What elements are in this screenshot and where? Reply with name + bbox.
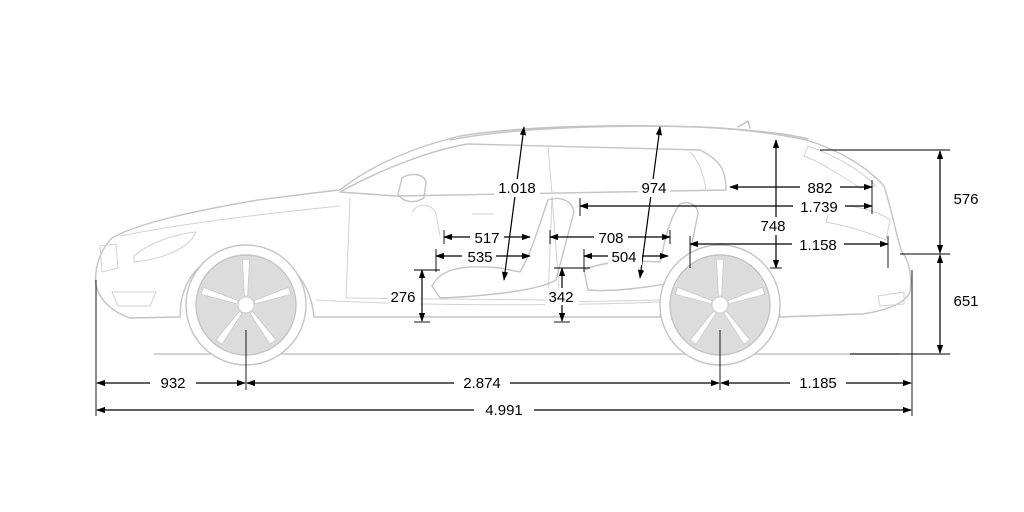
label-front-legroom: 517: [474, 230, 499, 247]
wheel-spoke: [674, 286, 713, 305]
sill-line: [315, 299, 661, 306]
label-lower-body-height: 651: [953, 293, 978, 310]
wheel-spoke: [241, 258, 251, 297]
label-load-length-top: 882: [807, 180, 832, 197]
label-front-overhang: 932: [160, 375, 185, 392]
label-overall-length: 4.991: [485, 402, 523, 419]
label-rear-interior-height: 748: [760, 218, 785, 235]
c-pillar: [689, 151, 707, 191]
rear-wheel: [659, 244, 781, 366]
front-grille: [99, 243, 119, 273]
label-load-length-seats: 1.158: [799, 237, 837, 254]
rear-door: [551, 195, 663, 303]
label-rear-seat-height: 342: [548, 289, 573, 306]
wheel-spoke: [249, 310, 277, 346]
roof-rail: [449, 125, 809, 141]
wheel-spoke: [215, 310, 243, 346]
headlight: [133, 231, 197, 263]
label-front-seat-depth: 535: [467, 249, 492, 266]
label-rear-headroom: 974: [641, 180, 666, 197]
label-upper-body-height: 576: [953, 191, 978, 208]
front-wheel: [185, 244, 307, 366]
wheel-spoke: [715, 258, 725, 297]
dim-rear-headroom: [637, 126, 663, 279]
b-pillar: [547, 145, 553, 195]
label-rear-seat-depth: 504: [611, 249, 636, 266]
label-rear-legroom: 708: [598, 230, 623, 247]
front-intake: [111, 291, 157, 307]
exhaust: [877, 291, 905, 307]
window-line: [339, 143, 727, 197]
front-door: [345, 195, 553, 301]
label-wheelbase: 2.874: [463, 375, 501, 392]
wheel-spoke: [200, 286, 239, 305]
hood-crease: [119, 205, 341, 237]
wheel-spoke: [253, 286, 292, 305]
label-rear-overhang: 1.185: [799, 375, 837, 392]
rear-spoiler: [737, 120, 751, 129]
steering-wheel: [411, 204, 441, 237]
dim-front-headroom: [501, 126, 527, 281]
wheel-spoke: [689, 310, 717, 346]
dimension-labels: 932 2.874 1.185 4.991 576 651 1.018 974 …: [150, 179, 982, 419]
label-front-headroom: 1.018: [498, 180, 536, 197]
wheel-spoke: [727, 286, 766, 305]
mirror: [397, 173, 427, 203]
front-seat: [431, 197, 575, 299]
label-load-length-floor: 1.739: [800, 199, 838, 216]
wheel-spoke: [723, 310, 751, 346]
label-front-seat-height: 276: [390, 289, 415, 306]
